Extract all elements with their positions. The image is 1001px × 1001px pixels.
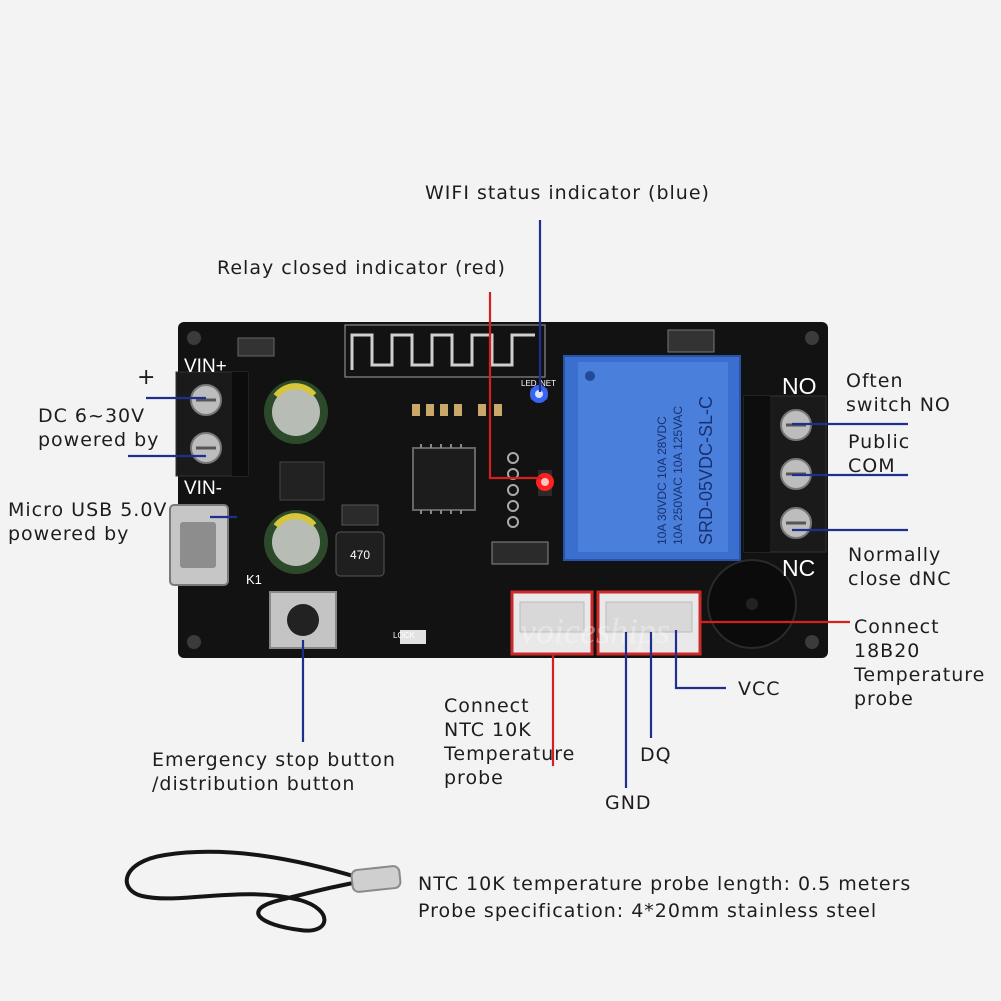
diode-d4 (491, 541, 549, 565)
watermark: voiceships (520, 611, 670, 651)
capacitor-top-cap (272, 388, 320, 436)
pointer-lines-red (488, 292, 850, 766)
antenna-area (344, 324, 546, 378)
lock-led (400, 630, 426, 644)
normally-closed-label: Normally close dNC (848, 544, 952, 590)
nc-silk: NC (782, 555, 815, 581)
no-silk: NO (782, 373, 817, 399)
connect-ntc-label: Connect NTC 10K Temperature probe (444, 695, 576, 789)
ntc-probe (124, 849, 402, 933)
power-terminal-side (232, 372, 248, 476)
gnd-label: GND (605, 792, 652, 814)
lock-silk: LOCK (393, 631, 415, 640)
regulator-ic (279, 461, 325, 501)
usb-power-label: Micro USB 5.0V powered by (8, 499, 168, 545)
probe-length-label: NTC 10K temperature probe length: 0.5 me… (418, 873, 912, 895)
mounting-hole (187, 635, 201, 649)
relay-indicator-label: Relay closed indicator (red) (217, 257, 506, 279)
micro-usb-opening (180, 522, 216, 568)
relay-model: SRD-05VDC-SL-C (696, 396, 716, 545)
relay-rating-2: 10A 30VDC 10A 28VDC (655, 416, 669, 545)
public-com-label: Public COM (848, 431, 911, 477)
mcu-chip (412, 447, 476, 511)
mounting-hole (805, 331, 819, 345)
dq-label: DQ (640, 744, 672, 766)
vcc-label: VCC (738, 678, 781, 700)
often-open-label: Often switch NO (846, 370, 951, 416)
relay-rating-1: 10A 250VAC 10A 125VAC (671, 406, 685, 545)
net-silk: NET (540, 379, 556, 388)
diode-d3 (237, 337, 275, 357)
connect-18b20-label: Connect 18B20 Temperature probe (854, 616, 986, 710)
capacitor-bottom-cap (272, 518, 320, 566)
mounting-hole (187, 331, 201, 345)
probe-cable (124, 849, 371, 933)
plus-sign: + (137, 365, 157, 390)
emergency-button-label: Emergency stop button /distribution butt… (152, 749, 396, 795)
dc-power-label: DC 6~30V powered by (38, 405, 160, 451)
led-silk: LED (521, 379, 537, 388)
relay-top (578, 362, 728, 552)
wifi-indicator-label: WIFI status indicator (blue) (425, 182, 710, 204)
vin-minus-silk: VIN- (184, 478, 222, 499)
probe-tip (350, 865, 402, 893)
vin-plus-silk: VIN+ (184, 356, 227, 377)
antenna-trace (350, 333, 535, 370)
smd-component (341, 504, 379, 526)
mounting-hole (805, 635, 819, 649)
emergency-button-cap (287, 604, 319, 636)
pointer-lines-blue (128, 220, 908, 788)
k1-silk: K1 (246, 572, 262, 587)
inductor (335, 531, 385, 577)
inductor-code: 470 (350, 548, 370, 562)
diode-d2 (667, 329, 715, 353)
probe-spec-label: Probe specification: 4*20mm stainless st… (418, 900, 878, 922)
